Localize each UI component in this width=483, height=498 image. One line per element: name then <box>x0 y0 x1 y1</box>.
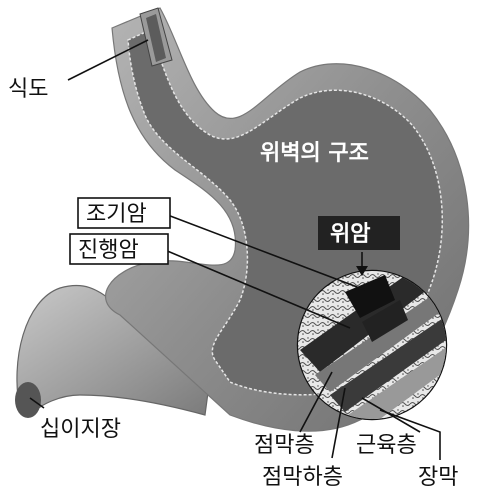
label-early-cancer: 조기암 <box>86 202 147 227</box>
label-mucosa: 점막층 <box>254 433 315 458</box>
label-wall-structure: 위벽의 구조 <box>260 141 369 166</box>
label-muscle-layer: 근육층 <box>356 433 417 458</box>
label-esophagus: 식도 <box>8 77 48 102</box>
label-gastric-cancer: 위암 <box>330 222 370 247</box>
label-submucosa: 점막하층 <box>262 465 343 490</box>
duodenum-opening <box>15 382 41 418</box>
label-advanced-cancer: 진행암 <box>78 238 139 263</box>
label-serosa: 장막 <box>418 465 458 490</box>
label-duodenum: 십이지장 <box>40 417 121 442</box>
